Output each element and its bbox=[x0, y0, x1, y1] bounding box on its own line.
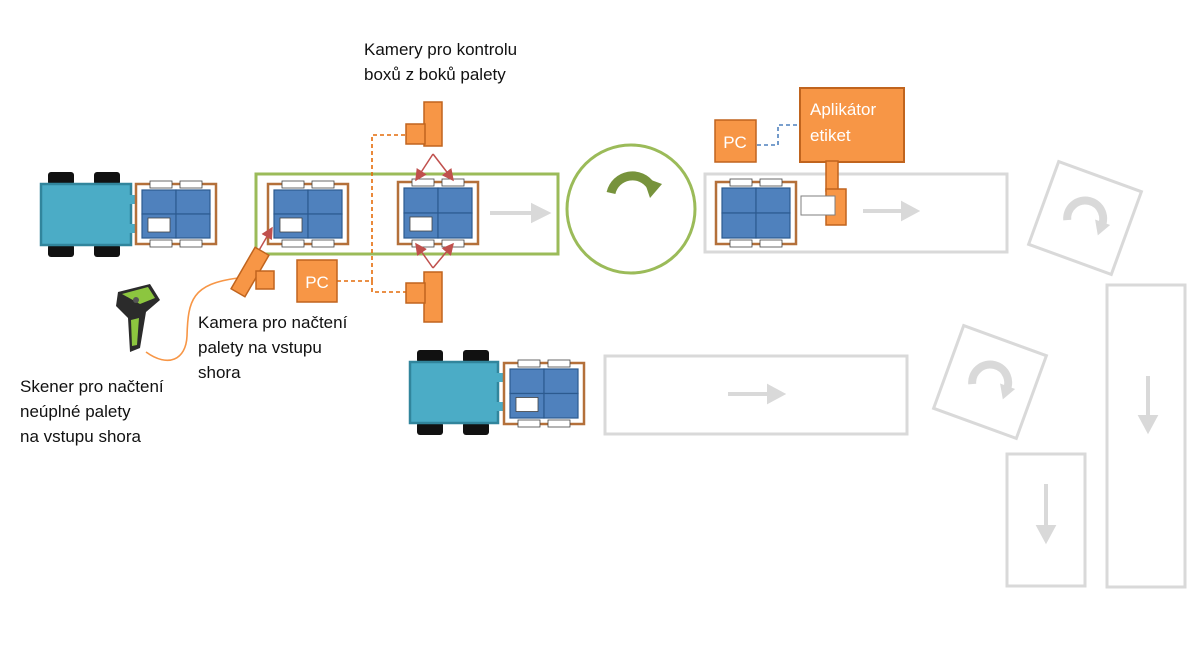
edge-label bbox=[729, 178, 753, 187]
inspection-zone bbox=[254, 172, 560, 256]
pc-box-left: PC bbox=[296, 259, 338, 303]
pallets bbox=[134, 178, 798, 428]
scanner-cable bbox=[145, 277, 239, 362]
scanner-line-3: na vstupu shora bbox=[20, 427, 142, 446]
box bbox=[307, 213, 343, 239]
edge-label bbox=[311, 239, 335, 248]
pc-left-label: PC bbox=[305, 273, 329, 292]
pallet bbox=[714, 178, 798, 248]
box bbox=[509, 368, 545, 395]
box bbox=[755, 187, 791, 214]
barcode-scanner bbox=[116, 284, 160, 352]
edge-label bbox=[281, 180, 305, 189]
label-side-cameras: Kamery pro kontrolu boxů z boků palety bbox=[364, 40, 517, 84]
side-cameras-line-2: boxů z boků palety bbox=[364, 65, 506, 84]
turntable-upper-right bbox=[1026, 159, 1144, 277]
conveyor-exit-top bbox=[703, 172, 1009, 254]
edge-label bbox=[729, 239, 753, 248]
top-label bbox=[409, 216, 433, 232]
scanner-line-2: neúplné palety bbox=[20, 402, 131, 421]
pc-applicator-link bbox=[757, 124, 800, 146]
conveyor-small-vertical bbox=[1005, 452, 1087, 588]
box bbox=[721, 212, 757, 239]
box bbox=[175, 189, 211, 215]
box bbox=[721, 187, 757, 214]
camera-view-arrows bbox=[257, 153, 454, 269]
edge-label bbox=[517, 419, 541, 428]
pc-right-label: PC bbox=[723, 133, 747, 152]
top-camera-line-2: palety na vstupu bbox=[198, 338, 322, 357]
top-label bbox=[279, 217, 303, 233]
box bbox=[175, 213, 211, 239]
camera-top-entry bbox=[230, 246, 275, 298]
pallet bbox=[502, 359, 586, 428]
conveyor-right-vertical bbox=[1105, 283, 1187, 589]
camera-side-top bbox=[405, 101, 443, 147]
label-top-camera: Kamera pro načtení palety na vstupu shor… bbox=[198, 313, 348, 382]
edge-label bbox=[149, 180, 173, 189]
box bbox=[543, 368, 579, 395]
camera-side-bottom bbox=[405, 271, 443, 323]
edge-label bbox=[441, 239, 465, 248]
label-scanner: Skener pro načtení neúplné palety na vst… bbox=[20, 377, 164, 446]
edge-label bbox=[547, 359, 571, 368]
edge-label bbox=[149, 239, 173, 248]
conveyor-lower bbox=[603, 354, 909, 436]
pc-box-right: PC bbox=[714, 119, 757, 163]
edge-label bbox=[411, 178, 435, 187]
side-cameras-line-1: Kamery pro kontrolu bbox=[364, 40, 517, 59]
applicator-label-line-2: etiket bbox=[810, 126, 851, 145]
edge-label bbox=[759, 239, 783, 248]
inspection-flow-arrow bbox=[490, 202, 552, 224]
edge-label bbox=[759, 178, 783, 187]
top-camera-line-1: Kamera pro načtení bbox=[198, 313, 348, 332]
turntable-lower-right bbox=[931, 323, 1049, 441]
scanner-line-1: Skener pro načtení bbox=[20, 377, 164, 396]
box bbox=[403, 187, 439, 214]
edge-label bbox=[281, 239, 305, 248]
edge-label bbox=[179, 180, 203, 189]
box bbox=[307, 189, 343, 215]
edge-label bbox=[517, 359, 541, 368]
agv-vehicle-top bbox=[39, 172, 136, 257]
box bbox=[543, 392, 579, 419]
pallet bbox=[134, 180, 218, 248]
top-camera-line-3: shora bbox=[198, 363, 241, 382]
edge-label bbox=[411, 239, 435, 248]
box bbox=[755, 212, 791, 239]
edge-label bbox=[311, 180, 335, 189]
box bbox=[273, 189, 309, 215]
pallet bbox=[396, 178, 480, 248]
top-label bbox=[515, 397, 539, 412]
box bbox=[437, 212, 473, 239]
top-label bbox=[147, 217, 171, 233]
edge-label bbox=[547, 419, 571, 428]
label-applicator: Aplikátor etiket bbox=[799, 87, 905, 226]
edge-label bbox=[179, 239, 203, 248]
pallet bbox=[266, 180, 350, 248]
agv-vehicle-lower bbox=[408, 350, 503, 435]
applicator-label-line-1: Aplikátor bbox=[810, 100, 876, 119]
box bbox=[437, 187, 473, 214]
rotation-station bbox=[565, 143, 697, 275]
camera-pc-links bbox=[337, 134, 406, 293]
box bbox=[141, 189, 177, 215]
edge-label bbox=[441, 178, 465, 187]
